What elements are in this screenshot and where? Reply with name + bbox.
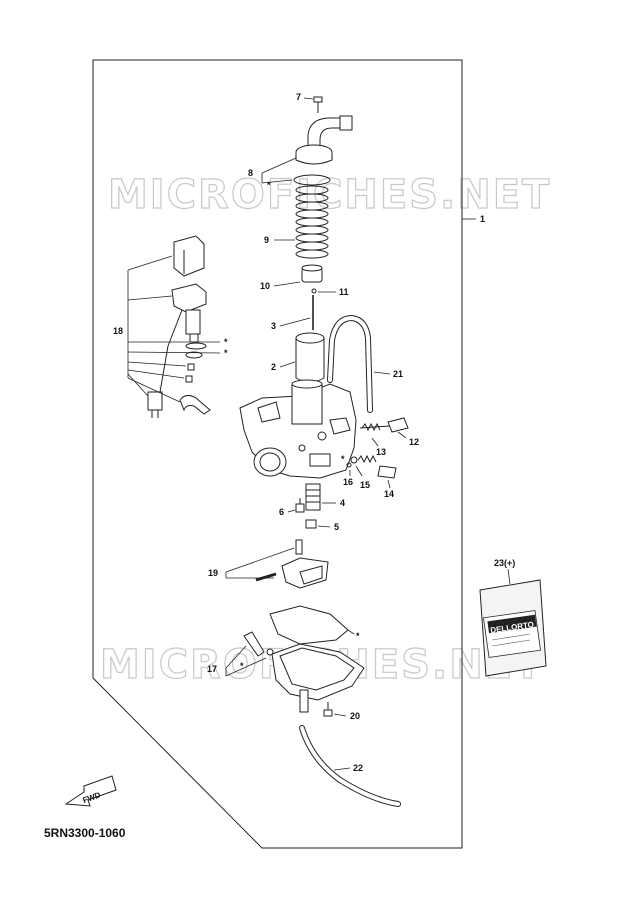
gasket-ring: [293, 174, 331, 186]
retainer-part-10: [301, 264, 323, 283]
part-code: 5RN3300-1060: [44, 826, 126, 840]
spring-part-9: [295, 185, 329, 259]
asterisk-16: *: [341, 454, 345, 464]
callout-5: 5: [334, 522, 339, 532]
callout-13: 13: [376, 447, 386, 457]
callout-14: 14: [384, 489, 394, 499]
fwd-arrow-icon: FWD: [64, 775, 117, 807]
choke-plunger-part-18: [159, 283, 207, 393]
callout-10: 10: [260, 281, 270, 291]
jet-part-5: [305, 519, 317, 529]
callout-6: 6: [279, 507, 284, 517]
washer-part-18b: [185, 351, 203, 359]
watermark-top: MICROFICHES.NET: [108, 172, 551, 218]
float-bowl: [271, 643, 365, 713]
callout-23: 23(+): [494, 558, 515, 568]
bracket-part-18: [179, 394, 211, 415]
throttle-valve-part-2: [295, 332, 325, 383]
callout-19: 19: [208, 568, 218, 578]
clip-part-11: [311, 288, 317, 294]
choke-cap-part-18: [173, 235, 205, 277]
float-bowl-gasket: [269, 605, 349, 645]
callout-20: 20: [350, 711, 360, 721]
washer-part-18a: [185, 342, 207, 350]
screw-part-17: [243, 631, 274, 657]
jet-part-4: [305, 483, 321, 511]
asterisk-gasket: *: [356, 631, 360, 641]
repair-kit-bag-part-23: DELLORTO: [479, 579, 547, 677]
callout-4: 4: [340, 498, 345, 508]
callout-16: 16: [343, 477, 353, 487]
asterisk-18b: *: [224, 348, 228, 358]
callout-2: 2: [271, 362, 276, 372]
asterisk-8: *: [267, 180, 271, 190]
screw-part-20: [323, 702, 333, 717]
callout-11: 11: [339, 287, 349, 297]
callout-9: 9: [264, 235, 269, 245]
leader-18: [127, 255, 221, 403]
cable-elbow-part-8: [295, 115, 353, 165]
callout-3: 3: [271, 321, 276, 331]
carburetor-body: [239, 379, 357, 479]
callout-7: 7: [296, 92, 301, 102]
assembly-frame: [92, 59, 463, 849]
screw-part-7: [313, 96, 323, 113]
spring-part-13: [361, 422, 381, 432]
connector-part-18: [147, 391, 163, 418]
callout-1: 1: [480, 214, 485, 224]
screw-part-14: [357, 454, 397, 479]
asterisk-17: *: [240, 661, 244, 671]
callout-18: 18: [113, 326, 123, 336]
drain-hose-part-22: [299, 725, 401, 807]
jet-part-6: [295, 498, 305, 513]
asterisk-18a: *: [224, 337, 228, 347]
callout-17: 17: [207, 664, 217, 674]
screw-part-12: [359, 417, 409, 433]
callout-22: 22: [353, 763, 363, 773]
float-part-19: [255, 539, 329, 589]
callout-15: 15: [360, 480, 370, 490]
callout-8: 8: [248, 168, 253, 178]
callout-12: 12: [409, 437, 419, 447]
callout-21: 21: [393, 369, 403, 379]
screws-part-18: [185, 363, 195, 383]
